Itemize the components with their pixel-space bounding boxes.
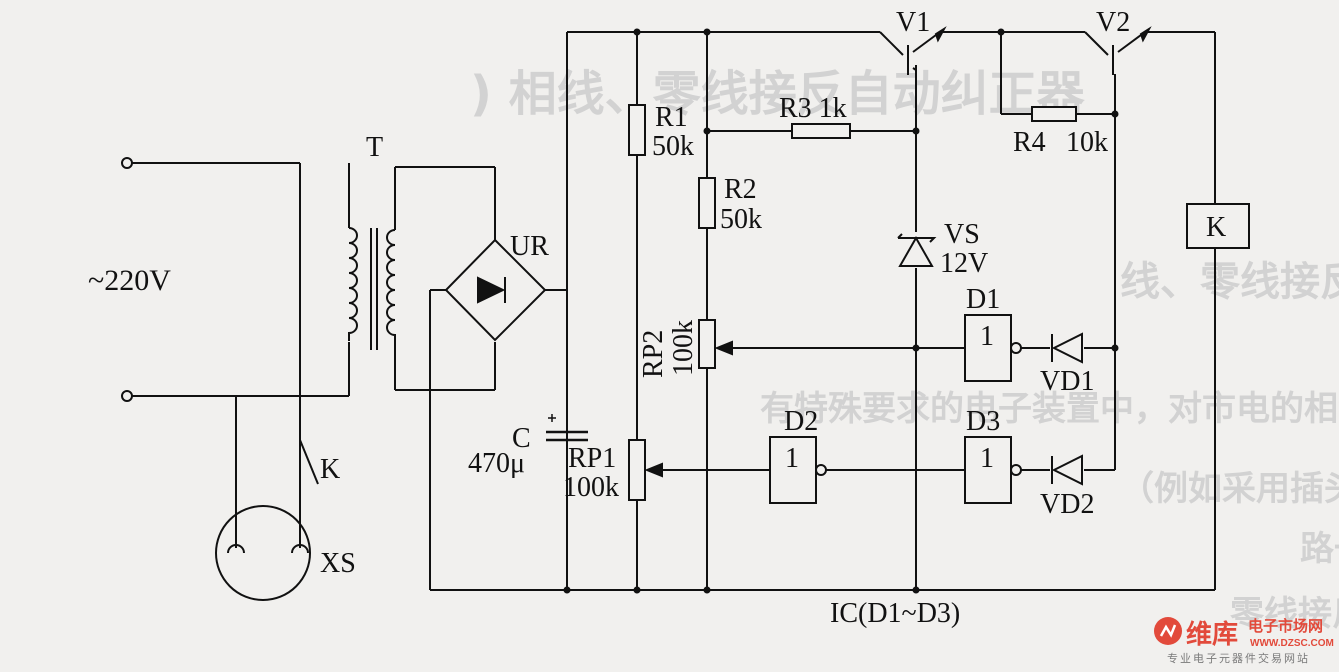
watermark-logo: 维库 电子市场网 WWW.DZSC.COM 专业电子元器件交易网站 (1154, 617, 1334, 665)
socket-label: XS (320, 548, 356, 579)
zener-vs (897, 233, 937, 267)
r2-label: R2 (724, 174, 757, 205)
transformer-label: T (366, 132, 383, 163)
potentiometer-rp1 (628, 439, 646, 501)
wipers (644, 340, 733, 478)
junctions (563, 28, 1119, 594)
ghost-line-6: 零线接反时进行纠正（自动转XP接市电 (1230, 594, 1339, 634)
component-labels: ~220V T UR C 470μ R1 50k R2 50k R3 1k R4… (88, 7, 1226, 629)
ic-label: IC(D1~D3) (830, 598, 960, 629)
transistor-v1 (879, 26, 960, 75)
rp1-wiper-arrow-icon (644, 462, 663, 478)
switch-k (299, 396, 319, 548)
primary-winding (348, 227, 358, 341)
vd1-label: VD1 (1040, 366, 1094, 397)
vs-label: VS (944, 219, 980, 250)
gate-d3-bubble (1010, 464, 1022, 476)
ghost-line-4: （例如采用插头插座的插座开关控制）。 (1120, 469, 1339, 509)
diode-vd2 (1051, 454, 1083, 486)
diodes (1051, 332, 1083, 486)
ghost-line-2: 线、零线接反自动纠正器（一） (1120, 259, 1339, 305)
rp2-label: RP2 (638, 330, 669, 378)
capacitor-value: 470μ (468, 448, 525, 479)
diode-vd1 (1051, 332, 1083, 364)
r1-value: 50k (652, 131, 694, 162)
d1-label: D1 (966, 284, 1000, 315)
gate-d1-bubble (1010, 342, 1022, 354)
watermark-tagline-top: 电子市场网 (1248, 617, 1323, 635)
gate-d3-symbol: 1 (980, 443, 994, 474)
watermark-brand: 维库 (1186, 619, 1238, 650)
ghost-line-5: 路一款市电接反自动纠正器电路。在 (1300, 529, 1339, 569)
r2-value: 50k (720, 204, 762, 235)
terminal-bottom (121, 390, 133, 402)
socket-pin-right (291, 544, 309, 554)
gate-d2-bubble (815, 464, 827, 476)
resistor-r4 (1031, 106, 1077, 122)
resistors (628, 104, 1077, 501)
resistor-r3 (791, 123, 851, 139)
wires (121, 31, 1216, 591)
d3-label: D3 (966, 406, 1000, 437)
bridge-rectifier-ur (444, 238, 547, 342)
gate-d3 (964, 436, 1012, 504)
relay-label: K (1206, 212, 1226, 243)
socket-xs (215, 396, 311, 601)
v2-label: V2 (1096, 7, 1130, 38)
vs-value: 12V (940, 248, 988, 279)
capacitor-label: C (512, 423, 531, 454)
rp1-value: 100k (563, 472, 619, 503)
ghost-line-1: ) 相线、零线接反自动纠正器 (470, 66, 1086, 122)
rp2-wiper-arrow-icon (714, 340, 733, 356)
v1-label: V1 (896, 7, 930, 38)
socket-body (215, 505, 311, 601)
rectifier-diode-icon (477, 276, 506, 304)
vd2-label: VD2 (1040, 489, 1094, 520)
capacitor-c (546, 414, 588, 442)
transistor-v2 (1084, 26, 1152, 75)
r4-label: R4 (1013, 127, 1046, 158)
relay-coil-k (1186, 203, 1250, 249)
potentiometer-rp2 (698, 319, 716, 369)
watermark-tagline-bottom: 专业电子元器件交易网站 (1167, 651, 1310, 665)
gate-d1-symbol: 1 (980, 321, 994, 352)
r3-label: R3 1k (779, 93, 847, 124)
v2-emitter-arrow-icon (1139, 26, 1152, 43)
switch-label: K (320, 454, 340, 485)
logic-gates (769, 314, 1022, 504)
secondary-winding (386, 229, 396, 342)
rp2-value: 100k (668, 320, 699, 376)
watermark-emblem-icon (1154, 617, 1182, 645)
terminal-top (121, 157, 133, 169)
supply-label: ~220V (88, 264, 171, 297)
watermark-url: WWW.DZSC.COM (1250, 638, 1334, 649)
rectifier-label: UR (510, 231, 549, 262)
ghost-line-3: 有特殊要求的电子装置中，对市电的相线（火线）和零线的连接有严 (760, 389, 1339, 429)
resistor-r1 (628, 104, 646, 156)
gate-d2-symbol: 1 (785, 443, 799, 474)
r1-label: R1 (655, 102, 688, 133)
transformer-t (348, 227, 396, 350)
r4-value: 10k (1066, 127, 1108, 158)
resistor-r2 (698, 177, 716, 229)
d2-label: D2 (784, 406, 818, 437)
rp1-label: RP1 (568, 443, 616, 474)
v1-emitter-arrow-icon (934, 26, 947, 43)
gate-d1 (964, 314, 1012, 382)
show-through-text: ) 相线、零线接反自动纠正器 线、零线接反自动纠正器（一） 有特殊要求的电子装置… (470, 66, 1339, 634)
